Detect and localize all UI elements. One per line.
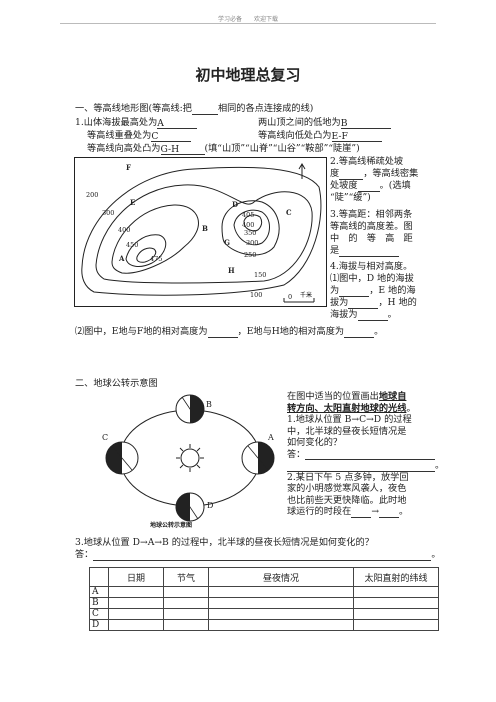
col-header: 节气 [163, 567, 209, 587]
q2-block: 2.等高线稀疏处坡 度，等高线密集 处坡度。(选填 “陡”“缓”) [330, 156, 419, 203]
answer-blank[interactable] [93, 550, 432, 561]
blank[interactable] [191, 104, 218, 115]
contour-label: 350 [244, 229, 256, 237]
map-point-label: G [224, 238, 230, 247]
sun-icon [176, 444, 204, 472]
header-rule [60, 23, 436, 24]
orbit-label-d: D [207, 501, 213, 510]
blank[interactable] [339, 246, 400, 257]
contour-label: 200 [86, 191, 98, 199]
col-header: 太阳直射的纬线 [353, 567, 439, 587]
orbit-label-c: C [102, 433, 108, 442]
season-table: 日期 节气 昼夜情况 太阳直射的纬线 A B C D [89, 567, 439, 631]
q1-line2b: 等高线向低处凸为E-F [258, 130, 382, 142]
col-header: 昼夜情况 [208, 567, 354, 587]
map-point-label: B [202, 224, 208, 233]
blank[interactable] [351, 507, 372, 518]
map-point-label: E [130, 198, 135, 207]
blank[interactable] [357, 181, 380, 192]
map-point-label: F [126, 163, 131, 172]
section1-heading: 一、等高线地形图(等高线:把相同的各点连接成的线) [75, 103, 314, 115]
map-point-label: D [232, 200, 238, 209]
blank[interactable] [207, 327, 238, 338]
contour-label: 150 [254, 271, 266, 279]
page-title: 初中地理总复习 [195, 66, 301, 84]
contour-label: 405 [242, 211, 254, 219]
blank[interactable] [339, 286, 370, 297]
contour-label: 300 [102, 209, 114, 217]
page-header: 学习必备 欢迎下载 [217, 16, 278, 23]
table-row: B [89, 597, 439, 609]
answer-blank[interactable]: A [157, 118, 198, 129]
q1-line2: 等高线重叠处为C [87, 130, 192, 142]
section2-heading: 二、地球公转示意图 [75, 378, 158, 389]
q3-block: 3.等高距：相邻两条 等高线的高度差。图 中 的 等 高 距 是 [330, 209, 413, 257]
table-row: A [89, 586, 439, 598]
answer-blank[interactable]: C [151, 131, 192, 142]
orbit-caption: 地球公转示意图 [150, 522, 193, 529]
contour-map: 200 300 400 450 475 405 350 300 400 250 … [74, 157, 327, 307]
orbit-label-b: B [206, 400, 212, 409]
blank[interactable] [344, 327, 375, 338]
contour-label: 450 [126, 241, 138, 249]
blank[interactable] [339, 169, 364, 180]
answer-blank[interactable] [287, 461, 435, 472]
contour-map-svg: 200 300 400 450 475 405 350 300 400 250 … [74, 157, 327, 307]
answer-blank[interactable] [305, 449, 436, 460]
orbit-svg: B C A D [102, 394, 275, 522]
q4-block: 4.海拔与相对高度。 ⑴图中，D 地的海拔 为，E 地的海 拔为，H 地的 海拔… [330, 261, 417, 321]
map-point-label: A [118, 254, 125, 263]
answer-blank[interactable]: G-H [160, 144, 205, 155]
scale-label: 千米 [300, 291, 312, 299]
contour-label: 300 [246, 239, 258, 247]
q1-line3: 等高线向高处凸为G-H(填“山顶”“山脊”“山谷”“鞍部”“陡崖”) [87, 143, 360, 155]
q4b-line: ⑵图中，E地与F地的相对高度为，E地与H地的相对高度为。 [75, 326, 384, 338]
map-point-label: H [228, 266, 235, 275]
orbit-label-a: A [267, 433, 274, 442]
col-header: 日期 [108, 567, 164, 587]
q3-line: 3.地球从位置 D→A→B 的过程中，北半球的昼夜长短情况是如何变化的？ [75, 537, 374, 548]
table-row: D [89, 619, 439, 631]
contour-label: 400 [242, 221, 254, 229]
contour-label: 400 [118, 226, 130, 234]
blank[interactable] [348, 298, 379, 309]
blank[interactable] [357, 310, 388, 321]
table-row: C [89, 608, 439, 620]
map-point-label: C [286, 208, 292, 217]
contour-label: 475 [150, 255, 162, 263]
orbit-diagram: B C A D [100, 392, 280, 532]
answer-blank[interactable]: E-F [331, 131, 382, 142]
q1-line1: 1.山体海拔最高处为A [75, 117, 198, 129]
table-header-row: 日期 节气 昼夜情况 太阳直射的纬线 [89, 567, 439, 587]
contour-label: 0 [288, 293, 292, 301]
q3-answer: 答：。 [75, 549, 441, 561]
contour-label: 100 [250, 291, 262, 299]
blank[interactable] [379, 507, 400, 518]
q1-line1b: 两山顶之间的低地为B [258, 117, 391, 129]
s2-intro: 在图中适当的位置画出地球自 转方向、太阳直射地球的光线。 1.地球从位置 B→C… [287, 391, 445, 518]
answer-blank[interactable]: B [340, 118, 391, 129]
contour-label: 250 [244, 251, 256, 259]
